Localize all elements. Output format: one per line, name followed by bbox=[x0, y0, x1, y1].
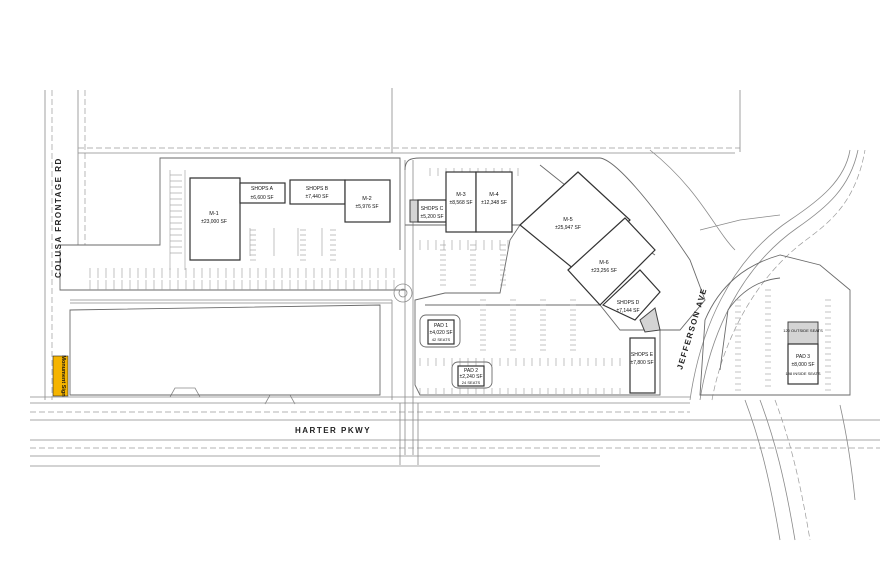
building-m5: M-5 ±25,947 SF bbox=[519, 171, 631, 271]
building-m5-area: ±25,947 SF bbox=[555, 225, 581, 231]
building-shops-a: SHOPS A ±6,600 SF bbox=[239, 182, 286, 204]
building-m6-name: M-6 bbox=[599, 260, 608, 266]
building-m3: M-3 ±8,568 SF bbox=[445, 171, 477, 233]
building-shops-d: SHOPS D ±7,144 SF bbox=[601, 269, 661, 333]
building-m6: M-6 ±23,256 SF bbox=[567, 217, 656, 306]
building-shops-a-name: SHOPS A bbox=[251, 186, 274, 192]
building-m2-area: ±5,976 SF bbox=[355, 204, 378, 210]
building-m2: M-2 ±5,976 SF bbox=[344, 179, 391, 223]
building-m1: M-1 ±23,000 SF bbox=[189, 177, 241, 261]
building-shops-d-area: ±7,144 SF bbox=[616, 308, 639, 314]
building-m5-name: M-5 bbox=[563, 217, 572, 223]
building-pad3: 120 OUTSIDE SEATS PAD 3 ±8,000 SF 198 IN… bbox=[783, 321, 823, 385]
building-m6-area: ±23,256 SF bbox=[591, 268, 617, 274]
building-pad3-area: ±8,000 SF bbox=[791, 362, 814, 368]
building-m1-area: ±23,000 SF bbox=[201, 219, 227, 225]
building-shops-b: SHOPS B ±7,440 SF bbox=[289, 179, 346, 205]
building-pad3-seats-outside: 120 OUTSIDE SEATS bbox=[783, 328, 823, 333]
building-shops-a-area: ±6,600 SF bbox=[250, 195, 273, 201]
building-pad1-area: ±4,020 SF bbox=[429, 330, 452, 336]
street-label-harter: HARTER PKWY bbox=[295, 426, 371, 435]
building-pad1: PAD 1 ±4,020 SF 42 SEATS bbox=[419, 314, 461, 348]
building-pad3-seats-inside: 198 INSIDE SEATS bbox=[785, 371, 820, 376]
building-shops-e-name: SHOPS E bbox=[631, 352, 654, 358]
building-pad1-name: PAD 1 bbox=[434, 323, 448, 329]
monument-sign-label: Monument Sign bbox=[60, 355, 66, 397]
building-m3-area: ±8,568 SF bbox=[449, 200, 472, 206]
building-m2-name: M-2 bbox=[362, 196, 371, 202]
building-shops-c-area: ±5,200 SF bbox=[420, 214, 443, 220]
road-linework bbox=[30, 88, 880, 541]
building-pad2-name: PAD 2 bbox=[464, 368, 478, 374]
building-shops-b-area: ±7,440 SF bbox=[305, 194, 328, 200]
building-shops-c-name: SHOPS C bbox=[421, 206, 444, 212]
building-shops-b-name: SHOPS B bbox=[306, 186, 329, 192]
building-pad2-seats: 24 SEATS bbox=[462, 380, 481, 385]
building-pad2-area: ±2,240 SF bbox=[459, 374, 482, 380]
building-m1-name: M-1 bbox=[209, 211, 218, 217]
street-label-colusa: COLUSA FRONTAGE RD bbox=[54, 157, 63, 278]
building-pad2: PAD 2 ±2,240 SF 24 SEATS bbox=[451, 361, 493, 389]
building-shops-c: SHOPS C ±5,200 SF bbox=[409, 199, 447, 223]
building-m4-area: ±12,348 SF bbox=[481, 200, 507, 206]
monument-sign: Monument Sign bbox=[52, 355, 69, 397]
building-m3-name: M-3 bbox=[456, 192, 465, 198]
building-m4-name: M-4 bbox=[489, 192, 498, 198]
building-shops-d-name: SHOPS D bbox=[617, 300, 640, 306]
building-shops-e: SHOPS E ±7,800 SF bbox=[629, 337, 656, 394]
building-m4: M-4 ±12,348 SF bbox=[475, 171, 513, 233]
building-pad3-name: PAD 3 bbox=[796, 354, 810, 360]
street-label-jefferson: JEFFERSON AVE bbox=[675, 286, 709, 370]
building-pad1-seats: 42 SEATS bbox=[432, 337, 451, 342]
building-shops-e-area: ±7,800 SF bbox=[630, 360, 653, 366]
